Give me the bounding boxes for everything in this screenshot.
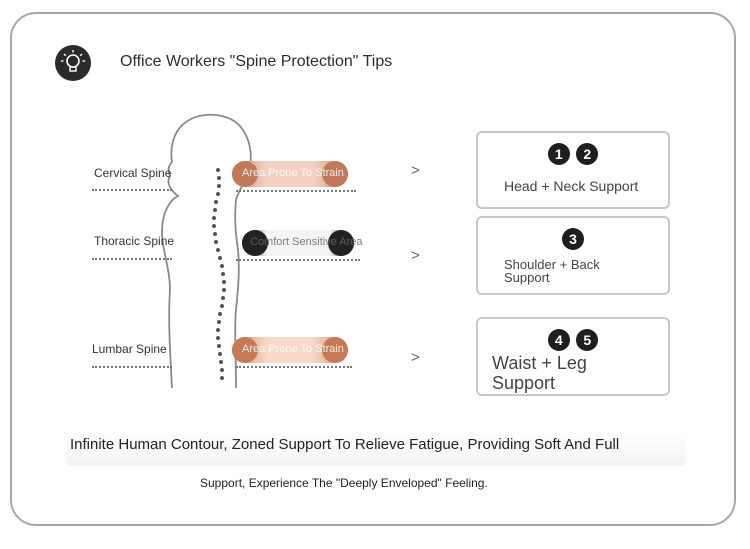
divider — [236, 190, 356, 192]
support-box-shoulder-back: 3 Shoulder + Back Support — [476, 216, 670, 295]
number-badge: 2 — [576, 143, 599, 165]
band-label: Comfort Sensitive Area — [250, 236, 363, 248]
thoracic-comfort-band: Comfort Sensitive Area — [242, 230, 363, 256]
page-title: Office Workers "Spine Protection" Tips — [120, 53, 393, 70]
label-cervical-spine: Cervical Spine — [94, 166, 172, 180]
label-thoracic-spine: Thoracic Spine — [94, 234, 175, 248]
arrow-icon: > — [411, 247, 420, 264]
support-text: Shoulder + Back Support — [504, 257, 600, 285]
support-text: Head + Neck Support — [504, 178, 639, 194]
band-label: Area Prone To Strain — [242, 167, 344, 179]
number-badge: 5 — [576, 329, 599, 351]
divider — [236, 366, 352, 368]
number-badge: 3 — [562, 228, 584, 250]
support-box-waist-leg: 4 5 Waist + Leg Support — [476, 317, 670, 396]
label-lumbar-spine: Lumbar Spine — [92, 342, 167, 356]
footer-line-2: Support, Experience The "Deeply Envelope… — [200, 476, 488, 490]
band-label: Area Prone To Strain — [242, 343, 344, 355]
lightbulb-icon — [55, 45, 91, 81]
lumbar-strain-band: Area Prone To Strain — [232, 337, 348, 363]
footer-shade — [66, 432, 686, 466]
support-box-head-neck: 1 2 Head + Neck Support — [476, 131, 670, 209]
number-badge: 1 — [547, 143, 570, 165]
support-text: Waist + Leg Support — [492, 353, 587, 393]
divider — [92, 189, 172, 191]
divider — [92, 258, 172, 260]
arrow-icon: > — [411, 162, 420, 179]
number-badge: 4 — [547, 329, 570, 351]
divider — [236, 259, 360, 261]
cervical-strain-band: Area Prone To Strain — [232, 161, 348, 187]
footer-line-1: Infinite Human Contour, Zoned Support To… — [70, 436, 620, 453]
arrow-icon: > — [411, 349, 420, 366]
divider — [92, 366, 172, 368]
